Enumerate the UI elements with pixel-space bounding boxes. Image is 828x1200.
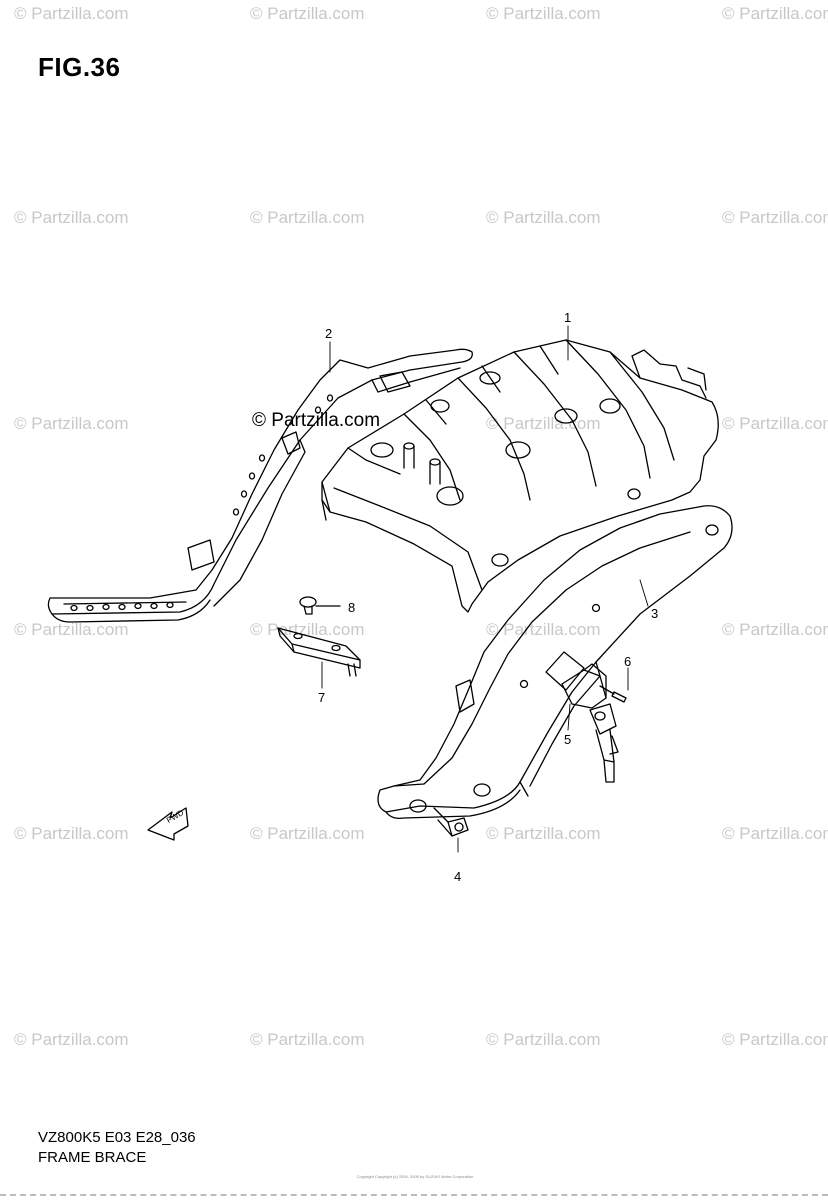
watermark: © Partzilla.com bbox=[14, 1030, 129, 1049]
center-panel bbox=[321, 339, 719, 613]
watermark: © Partzilla.com bbox=[14, 208, 129, 227]
callout-4: 4 bbox=[454, 869, 462, 884]
callout-3: 3 bbox=[651, 606, 659, 621]
watermark: © Partzilla.com bbox=[486, 824, 601, 843]
copyright-note: Copyright Copyright (c) 2004, 2005 by SU… bbox=[356, 1174, 474, 1179]
helmet-lock bbox=[561, 663, 619, 783]
bolt-4 bbox=[433, 807, 469, 837]
watermark: © Partzilla.com bbox=[14, 620, 129, 639]
watermark: © Partzilla.com bbox=[486, 1030, 601, 1049]
watermark: © Partzilla.com bbox=[486, 208, 601, 227]
watermark: © Partzilla.com bbox=[250, 208, 365, 227]
watermark: © Partzilla.com bbox=[486, 620, 601, 639]
watermark: © Partzilla.com bbox=[722, 620, 828, 639]
bolt-6 bbox=[599, 685, 627, 703]
watermark: © Partzilla.com bbox=[722, 208, 828, 227]
watermark: © Partzilla.com bbox=[722, 414, 828, 433]
callout-7: 7 bbox=[318, 690, 326, 705]
callout-5: 5 bbox=[564, 732, 572, 747]
watermark: © Partzilla.com bbox=[722, 4, 828, 23]
screw-8 bbox=[299, 596, 341, 615]
watermark: © Partzilla.com bbox=[250, 4, 365, 23]
diagram-watermark: © Partzilla.com bbox=[252, 410, 381, 431]
page-border bbox=[0, 1194, 828, 1196]
watermark: © Partzilla.com bbox=[250, 620, 365, 639]
left-frame-brace bbox=[47, 348, 473, 623]
watermark: © Partzilla.com bbox=[14, 824, 129, 843]
fwd-arrow-icon bbox=[147, 807, 189, 841]
callout-1: 1 bbox=[564, 310, 572, 325]
watermark: © Partzilla.com bbox=[250, 824, 365, 843]
callout-8: 8 bbox=[348, 600, 356, 615]
watermark: © Partzilla.com bbox=[14, 414, 129, 433]
callout-2: 2 bbox=[325, 326, 333, 341]
watermark: © Partzilla.com bbox=[486, 414, 601, 433]
figure-title: FIG.36 bbox=[38, 52, 121, 82]
callout-leaders bbox=[321, 325, 649, 853]
right-frame-brace bbox=[377, 505, 733, 820]
model-code: VZ800K5 E03 E28_036 bbox=[38, 1129, 196, 1146]
watermark: © Partzilla.com bbox=[250, 1030, 365, 1049]
figure-caption: FRAME BRACE bbox=[38, 1149, 147, 1166]
watermark: © Partzilla.com bbox=[722, 824, 828, 843]
watermark: © Partzilla.com bbox=[722, 1030, 828, 1049]
watermark: © Partzilla.com bbox=[486, 4, 601, 23]
bracket-7 bbox=[277, 627, 361, 677]
callout-6: 6 bbox=[624, 654, 632, 669]
watermark: © Partzilla.com bbox=[14, 4, 129, 23]
